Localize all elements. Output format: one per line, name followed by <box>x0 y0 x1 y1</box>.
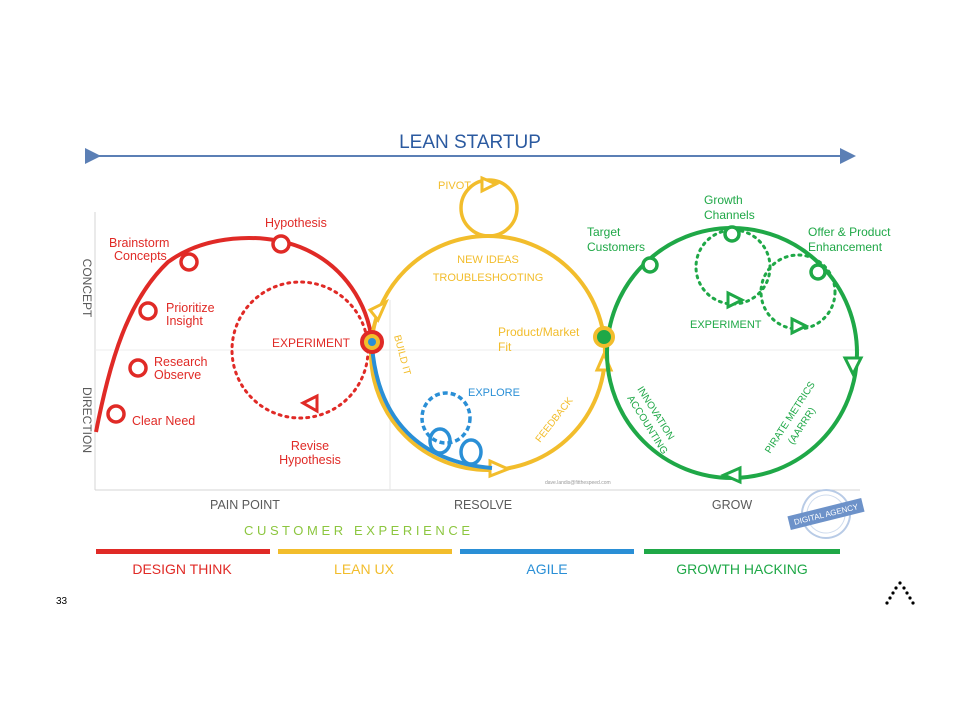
lean-ux-arrow-left <box>367 298 390 323</box>
label-brainstorm: Brainstorm <box>109 236 169 250</box>
column-pain-point: PAIN POINT <box>210 498 280 512</box>
label-explore: EXPLORE <box>468 387 520 399</box>
milestone-prioritize <box>138 301 158 321</box>
revise-arrow-icon <box>299 393 319 414</box>
customer-experience-label: C U S T O M E R E X P E R I E N C E <box>244 523 470 538</box>
milestone-channels <box>723 225 741 243</box>
column-grow: GROW <box>712 498 752 512</box>
digital-agency-stamp: DIGITAL AGENCY <box>787 489 865 539</box>
label-experiment-red: EXPERIMENT <box>272 336 351 350</box>
brand-logo-icon <box>885 581 915 605</box>
milestone-brainstorm <box>179 252 199 272</box>
column-resolve: RESOLVE <box>454 498 512 512</box>
milestone-target <box>641 256 659 274</box>
pivot-arrow-icon <box>480 175 500 194</box>
credit-text: dave.landis@fitthespeed.com <box>545 480 611 486</box>
agile-section: EXPLORE <box>370 345 520 470</box>
label-fit: Fit <box>498 340 512 354</box>
label-pivot: PIVOT <box>438 180 471 192</box>
label-concepts: Concepts <box>114 249 167 263</box>
explore-loop-large <box>420 391 472 445</box>
page-number: 33 <box>56 596 68 607</box>
design-think-section: Clear Need Research Observe Prioritize I… <box>94 216 374 467</box>
legend-label-lean-ux: LEAN UX <box>334 561 395 577</box>
legend-label-growth-hacking: GROWTH HACKING <box>676 561 807 577</box>
diagram-axes <box>94 212 860 491</box>
label-build-it: BUILD IT <box>391 334 412 377</box>
diagram-title: LEAN STARTUP <box>399 132 541 153</box>
label-product-market: Product/Market <box>498 325 580 339</box>
label-growth: Growth <box>704 193 743 207</box>
dotted-arrow-2 <box>790 316 810 336</box>
label-observe: Observe <box>154 368 201 382</box>
label-research: Research <box>154 355 208 369</box>
legend-bar-agile <box>460 549 634 554</box>
dotted-arrow-1 <box>726 290 746 310</box>
milestone-research <box>128 358 148 378</box>
label-customers: Customers <box>587 240 645 254</box>
explore-loop-mid <box>428 427 452 455</box>
milestone-hypothesis <box>271 234 291 254</box>
legend-bar-lean-ux <box>278 549 452 554</box>
label-prioritize: Prioritize <box>166 301 215 315</box>
growth-arrow-right <box>842 356 864 378</box>
legend-bar-growth-hacking <box>644 549 840 554</box>
milestone-offer <box>809 263 827 281</box>
label-insight: Insight <box>166 314 203 328</box>
product-market-node <box>593 326 615 348</box>
legend-label-agile: AGILE <box>526 561 567 577</box>
axis-label-concept: CONCEPT <box>80 259 94 318</box>
lean-ux-arrow-bottom <box>488 458 512 479</box>
label-channels: Channels <box>704 208 755 222</box>
label-hypothesis: Hypothesis <box>265 216 327 230</box>
milestone-clear-need <box>106 404 126 424</box>
explore-loop-small <box>459 438 483 466</box>
label-target: Target <box>587 225 621 239</box>
label-clear-need: Clear Need <box>132 414 195 428</box>
label-revise-hypothesis: Hypothesis <box>279 453 341 467</box>
axis-label-direction: DIRECTION <box>80 387 94 453</box>
label-experiment-green: EXPERIMENT <box>690 319 762 331</box>
label-revise: Revise <box>291 439 329 453</box>
legend-label-design-think: DESIGN THINK <box>132 561 232 577</box>
growth-section: Target Customers Growth Channels Offer &… <box>587 193 891 485</box>
growth-arrow-bottom <box>720 465 742 485</box>
design-think-curve <box>94 236 374 433</box>
legend-bar-design-think <box>96 549 270 554</box>
label-offer: Offer & Product <box>808 225 891 239</box>
lean-ux-section: PIVOT NEW IDEAS TROUBLESHOOTING Product/… <box>367 175 614 486</box>
label-new-ideas: NEW IDEAS <box>457 254 519 266</box>
label-enhancement: Enhancement <box>808 240 883 254</box>
label-troubleshooting: TROUBLESHOOTING <box>433 272 544 284</box>
